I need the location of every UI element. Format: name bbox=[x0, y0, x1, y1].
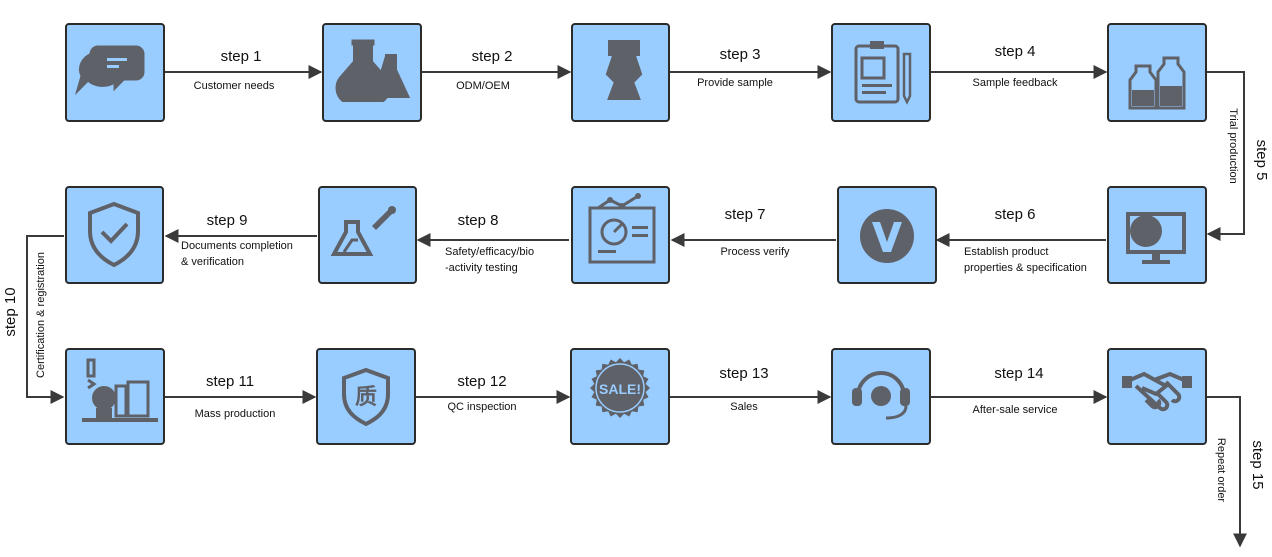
step-label-4: step 4 bbox=[995, 43, 1036, 60]
arrow-15-repeat bbox=[1207, 396, 1247, 548]
step-box-2 bbox=[322, 23, 422, 122]
step-desc-4: Sample feedback bbox=[973, 77, 1058, 89]
step-label-5: step 5 bbox=[1253, 140, 1270, 181]
step-box-1 bbox=[65, 23, 165, 122]
step-desc-13: Sales bbox=[730, 401, 758, 413]
step-labels: step 1 Customer needs step 2 ODM/OEM ste… bbox=[2, 43, 1270, 502]
chat-bubbles-icon bbox=[74, 45, 145, 96]
arrow-5-6 bbox=[1206, 71, 1245, 241]
connectors bbox=[26, 65, 1247, 548]
step-label-6: step 6 bbox=[995, 206, 1036, 223]
sale-badge-icon: SALE! bbox=[590, 358, 650, 418]
step-desc-5: Trial production bbox=[1227, 108, 1239, 183]
step-label-12: step 12 bbox=[457, 373, 506, 390]
step-desc-8-line2: -activity testing bbox=[445, 262, 518, 274]
step-desc-10: Certification & registration bbox=[35, 252, 47, 378]
factory-icon bbox=[82, 358, 158, 422]
step-box-3 bbox=[571, 23, 670, 122]
step-label-2: step 2 bbox=[472, 48, 513, 65]
step-label-15: step 15 bbox=[1249, 440, 1266, 489]
step-desc-9-line2: & verification bbox=[181, 256, 244, 268]
clipboard-icon bbox=[854, 41, 912, 105]
step-box-13: SALE! bbox=[570, 348, 670, 445]
quality-seal-icon: 质 bbox=[342, 367, 390, 427]
step-box-9 bbox=[318, 186, 417, 284]
step-box-12: 质 bbox=[316, 348, 416, 445]
sale-badge-text: SALE! bbox=[599, 381, 641, 397]
step-box-5 bbox=[1107, 23, 1207, 122]
step-label-3: step 3 bbox=[720, 46, 761, 63]
sample-bottle-icon bbox=[605, 40, 643, 100]
step-desc-6-line2: properties & specification bbox=[964, 262, 1087, 274]
step-desc-11: Mass production bbox=[195, 408, 276, 420]
shield-check-icon bbox=[88, 201, 140, 268]
step-desc-9-line1: Documents completion bbox=[181, 240, 293, 252]
step-desc-2: ODM/OEM bbox=[456, 80, 510, 92]
step-label-1: step 1 bbox=[221, 48, 262, 65]
step-desc-6-line1: Establish product bbox=[964, 246, 1048, 258]
step-desc-14: After-sale service bbox=[973, 404, 1058, 416]
step-desc-1: Customer needs bbox=[194, 80, 275, 92]
step-box-7 bbox=[837, 186, 937, 284]
step-box-6 bbox=[1107, 186, 1207, 284]
step-desc-15: Repeat order bbox=[1215, 438, 1227, 503]
step-box-4 bbox=[831, 23, 931, 122]
v-logo-icon bbox=[860, 209, 914, 263]
step-desc-3: Provide sample bbox=[697, 77, 773, 89]
handshake-icon bbox=[1122, 371, 1192, 412]
sample-jars-icon bbox=[1128, 56, 1186, 110]
step-label-11: step 11 bbox=[206, 373, 254, 390]
step-box-14 bbox=[831, 348, 931, 445]
step-label-7: step 7 bbox=[725, 206, 766, 223]
step-desc-12: QC inspection bbox=[447, 401, 516, 413]
step-label-10: step 10 bbox=[2, 287, 19, 336]
step-label-9: step 9 bbox=[207, 212, 248, 229]
test-flask-icon bbox=[330, 206, 396, 256]
step-desc-8-line1: Safety/efficacy/bio bbox=[445, 246, 534, 258]
step-box-8 bbox=[571, 186, 670, 284]
step-box-15 bbox=[1107, 348, 1207, 445]
quality-seal-glyph: 质 bbox=[355, 385, 377, 410]
step-box-10 bbox=[65, 186, 164, 284]
step-label-8: step 8 bbox=[458, 212, 499, 229]
analytics-chart-icon bbox=[588, 193, 656, 264]
lab-flasks-icon bbox=[335, 39, 411, 102]
headset-icon bbox=[852, 371, 910, 420]
step-label-14: step 14 bbox=[994, 365, 1043, 382]
monitor-icon bbox=[1126, 212, 1186, 264]
step-desc-7: Process verify bbox=[720, 246, 790, 258]
step-label-13: step 13 bbox=[719, 365, 768, 382]
arrow-10-11 bbox=[26, 235, 65, 404]
step-box-11 bbox=[65, 348, 165, 445]
